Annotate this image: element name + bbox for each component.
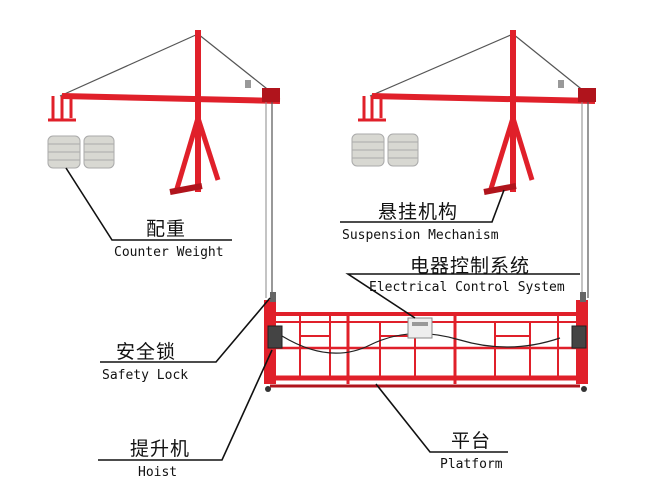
right-suspension-mechanism — [358, 30, 596, 298]
hoist-label-en: Hoist — [138, 465, 178, 480]
left-suspension-mechanism — [48, 30, 281, 298]
electrical-control-label-en: Electrical Control System — [369, 280, 565, 295]
hoist-label-zh: 提升机 — [130, 438, 191, 460]
platform-label-en: Platform — [440, 457, 503, 472]
counter-weight-label-zh: 配重 — [146, 218, 187, 240]
safety-lock-label-zh: 安全锁 — [116, 341, 177, 363]
platform-cradle — [264, 300, 588, 392]
platform-label-zh: 平台 — [451, 430, 492, 452]
right-hoist — [571, 292, 587, 349]
electrical-control-box — [407, 317, 433, 339]
suspension-mechanism-label-en: Suspension Mechanism — [342, 228, 499, 243]
suspension-mechanism-label-zh: 悬挂机构 — [378, 201, 459, 223]
counter-weight-label-en: Counter Weight — [114, 245, 224, 260]
left-hoist — [267, 292, 283, 349]
safety-lock-label-en: Safety Lock — [102, 368, 189, 383]
left-counter-weights — [47, 135, 115, 169]
electrical-control-label-zh: 电器控制系统 — [410, 255, 531, 277]
right-counter-weights — [351, 133, 419, 167]
leader-lines — [65, 167, 580, 461]
